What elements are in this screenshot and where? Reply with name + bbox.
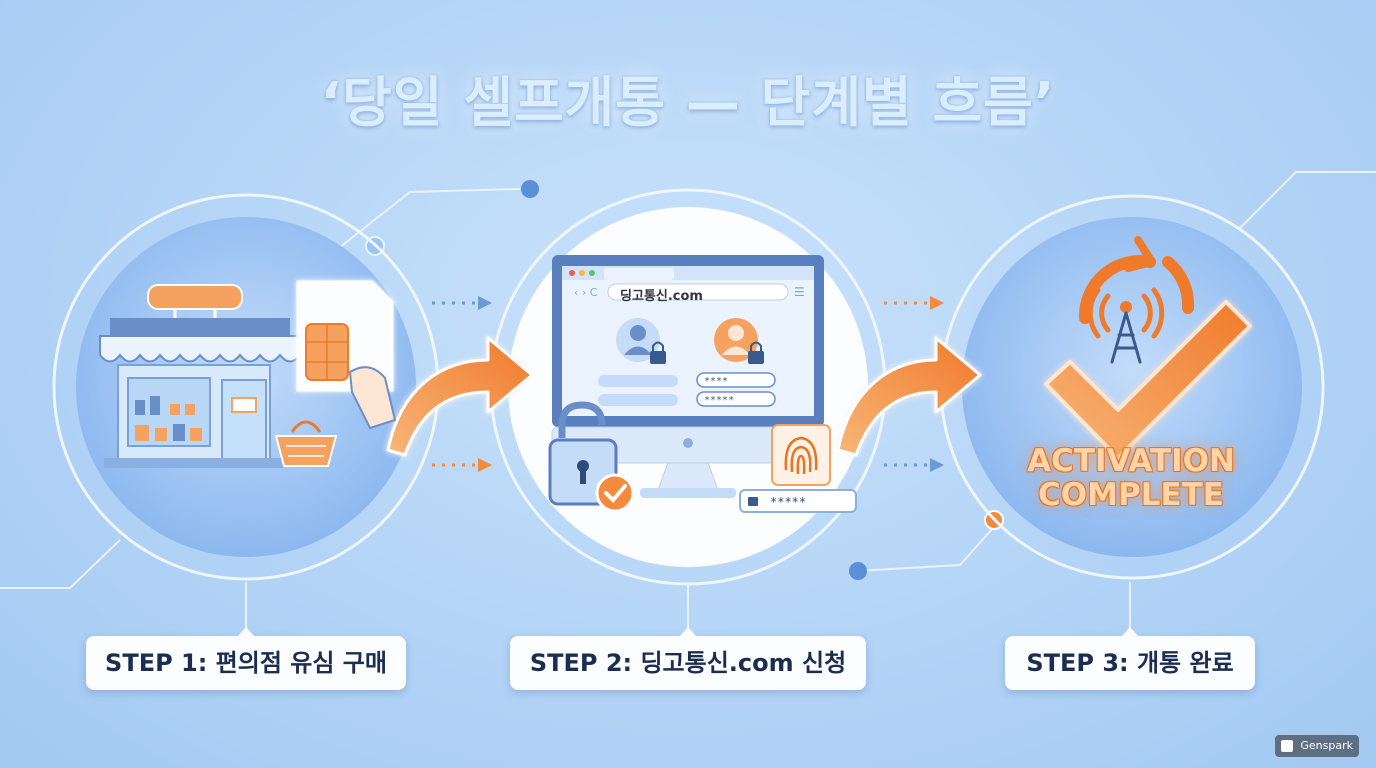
page-title: ‘당일 셀프개통 — 단계별 흐름’	[320, 71, 1056, 134]
genspark-logo-icon	[1281, 740, 1293, 752]
padlock-open-icon	[548, 401, 618, 506]
padlock-icon	[748, 341, 764, 364]
step-3-label: STEP 3: 개통 완료	[1005, 627, 1255, 690]
checkmark-icon	[1044, 300, 1252, 460]
step-2-label: STEP 2: 딩고통신.com 신청	[510, 627, 866, 690]
genspark-watermark[interactable]: Genspark	[1275, 735, 1359, 757]
curved-arrow-2	[836, 336, 982, 457]
basket-icon	[274, 420, 338, 467]
padlock-icon	[650, 341, 666, 364]
svg-text:*****: *****	[770, 495, 806, 509]
connector-lines	[0, 171, 1376, 632]
svg-text:*****: *****	[704, 395, 734, 406]
dotted-arrows	[432, 296, 944, 472]
svg-text:‹ › C: ‹ › C	[574, 286, 598, 299]
activation-line-2: COMPLETE	[1038, 477, 1224, 513]
user-icon	[714, 318, 758, 362]
node-dot	[849, 562, 867, 580]
browser-url: 딩고통신.com	[620, 289, 703, 304]
address-bar	[607, 283, 789, 301]
check-badge-icon	[595, 473, 635, 513]
svg-text:****: ****	[704, 376, 728, 387]
monitor-icon: ‹ › C ☰ **** *****	[551, 255, 825, 498]
store-icon	[99, 284, 301, 468]
curved-arrow-1	[386, 336, 534, 457]
sim-card-icon	[296, 280, 397, 430]
fingerprint-icon	[771, 424, 831, 486]
watermark-text: Genspark	[1300, 739, 1353, 752]
activation-line-1: ACTIVATION	[1027, 443, 1235, 479]
svg-text:☰: ☰	[794, 285, 805, 299]
password-field-icon: *****	[739, 489, 857, 513]
step-1-label: STEP 1: 편의점 유심 구매	[86, 627, 406, 690]
activation-complete-text: ACTIVATION COMPLETE	[1018, 444, 1244, 512]
signal-tower-icon	[1078, 236, 1195, 364]
node-dot	[521, 180, 539, 198]
user-icon	[616, 318, 660, 362]
